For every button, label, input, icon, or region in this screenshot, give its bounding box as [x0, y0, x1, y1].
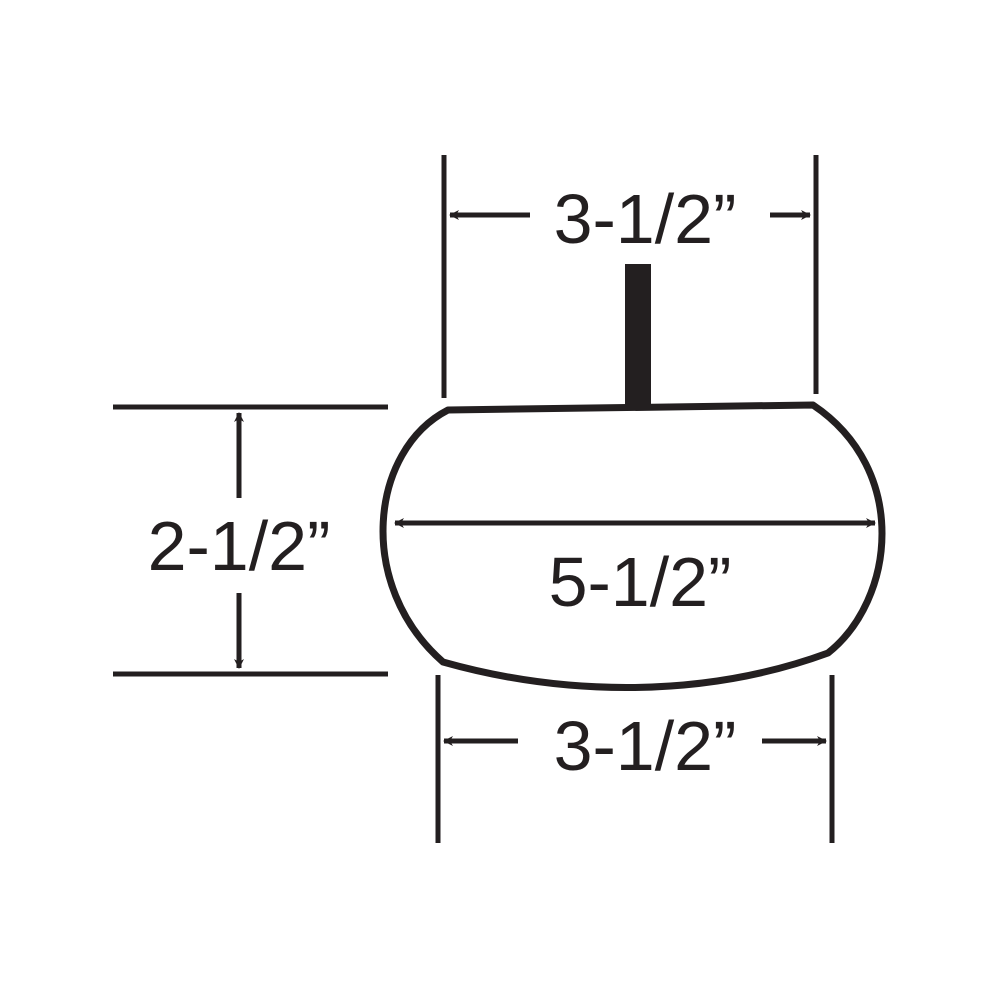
bottom-width-label: 3-1/2”	[554, 707, 737, 785]
top-width-dimension: 3-1/2”	[441, 155, 819, 398]
max-width-label: 5-1/2”	[549, 543, 732, 621]
max-width-dimension: 5-1/2”	[394, 518, 876, 621]
mounting-bolt	[625, 264, 651, 407]
top-width-label: 3-1/2”	[554, 180, 737, 258]
height-label: 2-1/2”	[148, 507, 331, 585]
height-dimension: 2-1/2”	[113, 404, 388, 677]
bottom-width-dimension: 3-1/2”	[435, 675, 835, 843]
foot-body-outline	[379, 401, 886, 691]
